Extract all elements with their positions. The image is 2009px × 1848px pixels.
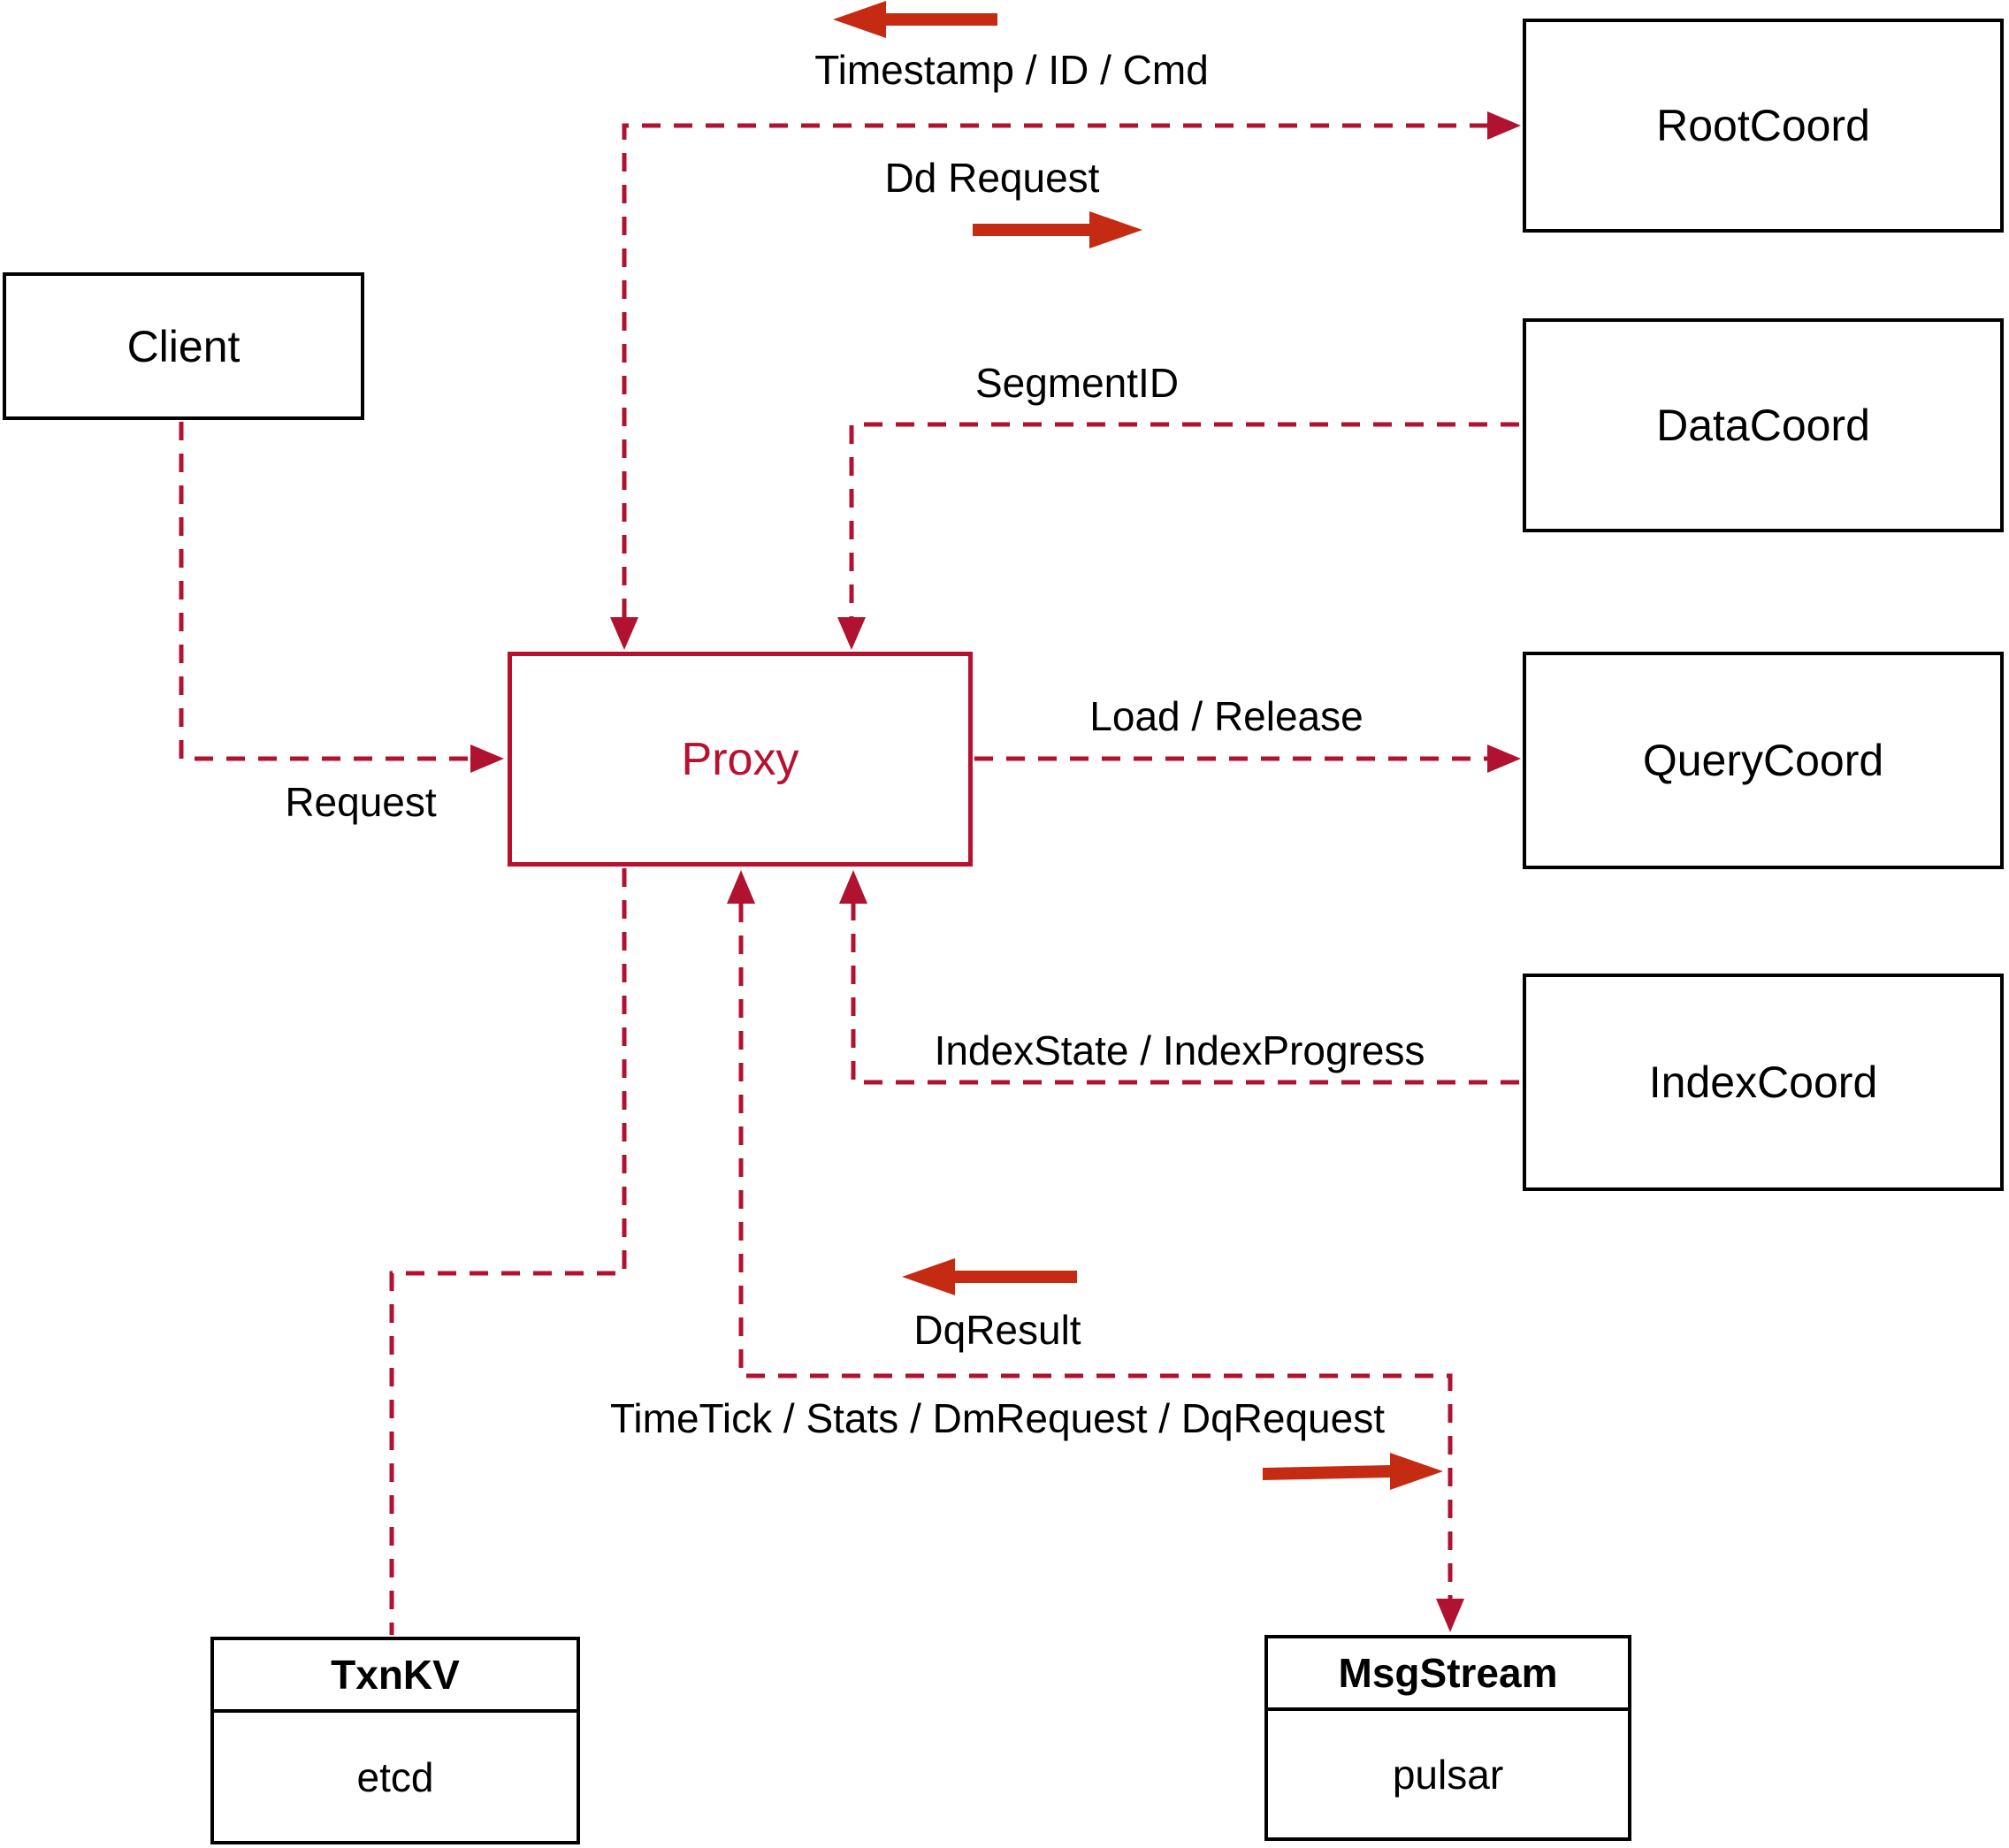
edge-label-segmentid: SegmentID [974,360,1180,406]
direction-arrow-left-timestamp-icon [833,1,997,38]
arrowhead-into-querycoord-icon [1487,745,1521,773]
connector-proxy-msgstream [738,904,1453,1599]
edge-label-request: Request [285,779,437,825]
connector-datacoord-to-proxy [849,422,1519,617]
node-msgstream-impl: pulsar [1392,1751,1504,1798]
node-datacoord-label: DataCoord [1656,401,1870,450]
node-client: Client [3,272,364,420]
node-rootcoord-label: RootCoord [1656,101,1870,150]
arrowhead-into-rootcoord-icon [1487,111,1521,140]
direction-arrow-right-ddrequest-icon [973,211,1142,248]
node-indexcoord: IndexCoord [1523,974,2004,1191]
arrowhead-into-proxy-top-left-icon [610,617,638,650]
arrowhead-into-proxy-bottom-mid-icon [727,870,755,904]
edge-label-timetick-stats-dmrequest-dqrequest: TimeTick / Stats / DmRequest / DqRequest [610,1395,1385,1441]
node-msgstream: MsgStream pulsar [1264,1635,1631,1841]
edge-label-dd-request: Dd Request [884,155,1100,201]
node-txnkv-title: TxnKV [214,1640,577,1713]
node-client-label: Client [126,321,241,371]
node-datacoord: DataCoord [1523,318,2004,532]
node-txnkv: TxnKV etcd [210,1637,580,1844]
node-proxy: Proxy [508,652,973,867]
node-querycoord-label: QueryCoord [1642,736,1884,785]
edge-label-dqresult: DqResult [913,1307,1081,1353]
arrowhead-into-proxy-left-icon [470,745,504,773]
node-proxy-label: Proxy [681,733,799,785]
edge-label-timestamp-id-cmd: Timestamp / ID / Cmd [814,47,1209,93]
connector-proxy-to-txnkv [389,868,627,1635]
arrowhead-into-proxy-bottom-right-icon [839,870,867,904]
node-indexcoord-label: IndexCoord [1648,1058,1878,1107]
direction-arrow-left-dqresult-icon [902,1258,1077,1295]
node-msgstream-title: MsgStream [1268,1638,1628,1711]
edge-label-indexstate-indexprogress: IndexState / IndexProgress [934,1027,1425,1073]
node-txnkv-impl: etcd [356,1753,434,1800]
direction-arrow-right-timetick-icon [1263,1453,1443,1490]
edge-label-load-release: Load / Release [1089,693,1364,739]
connector-proxy-rootcoord [622,123,1487,617]
connector-client-to-proxy [179,422,470,761]
node-rootcoord: RootCoord [1523,19,2004,233]
arrowhead-into-proxy-top-right-icon [837,617,866,650]
arrowhead-into-msgstream-icon [1436,1599,1464,1632]
node-querycoord: QueryCoord [1523,652,2004,869]
